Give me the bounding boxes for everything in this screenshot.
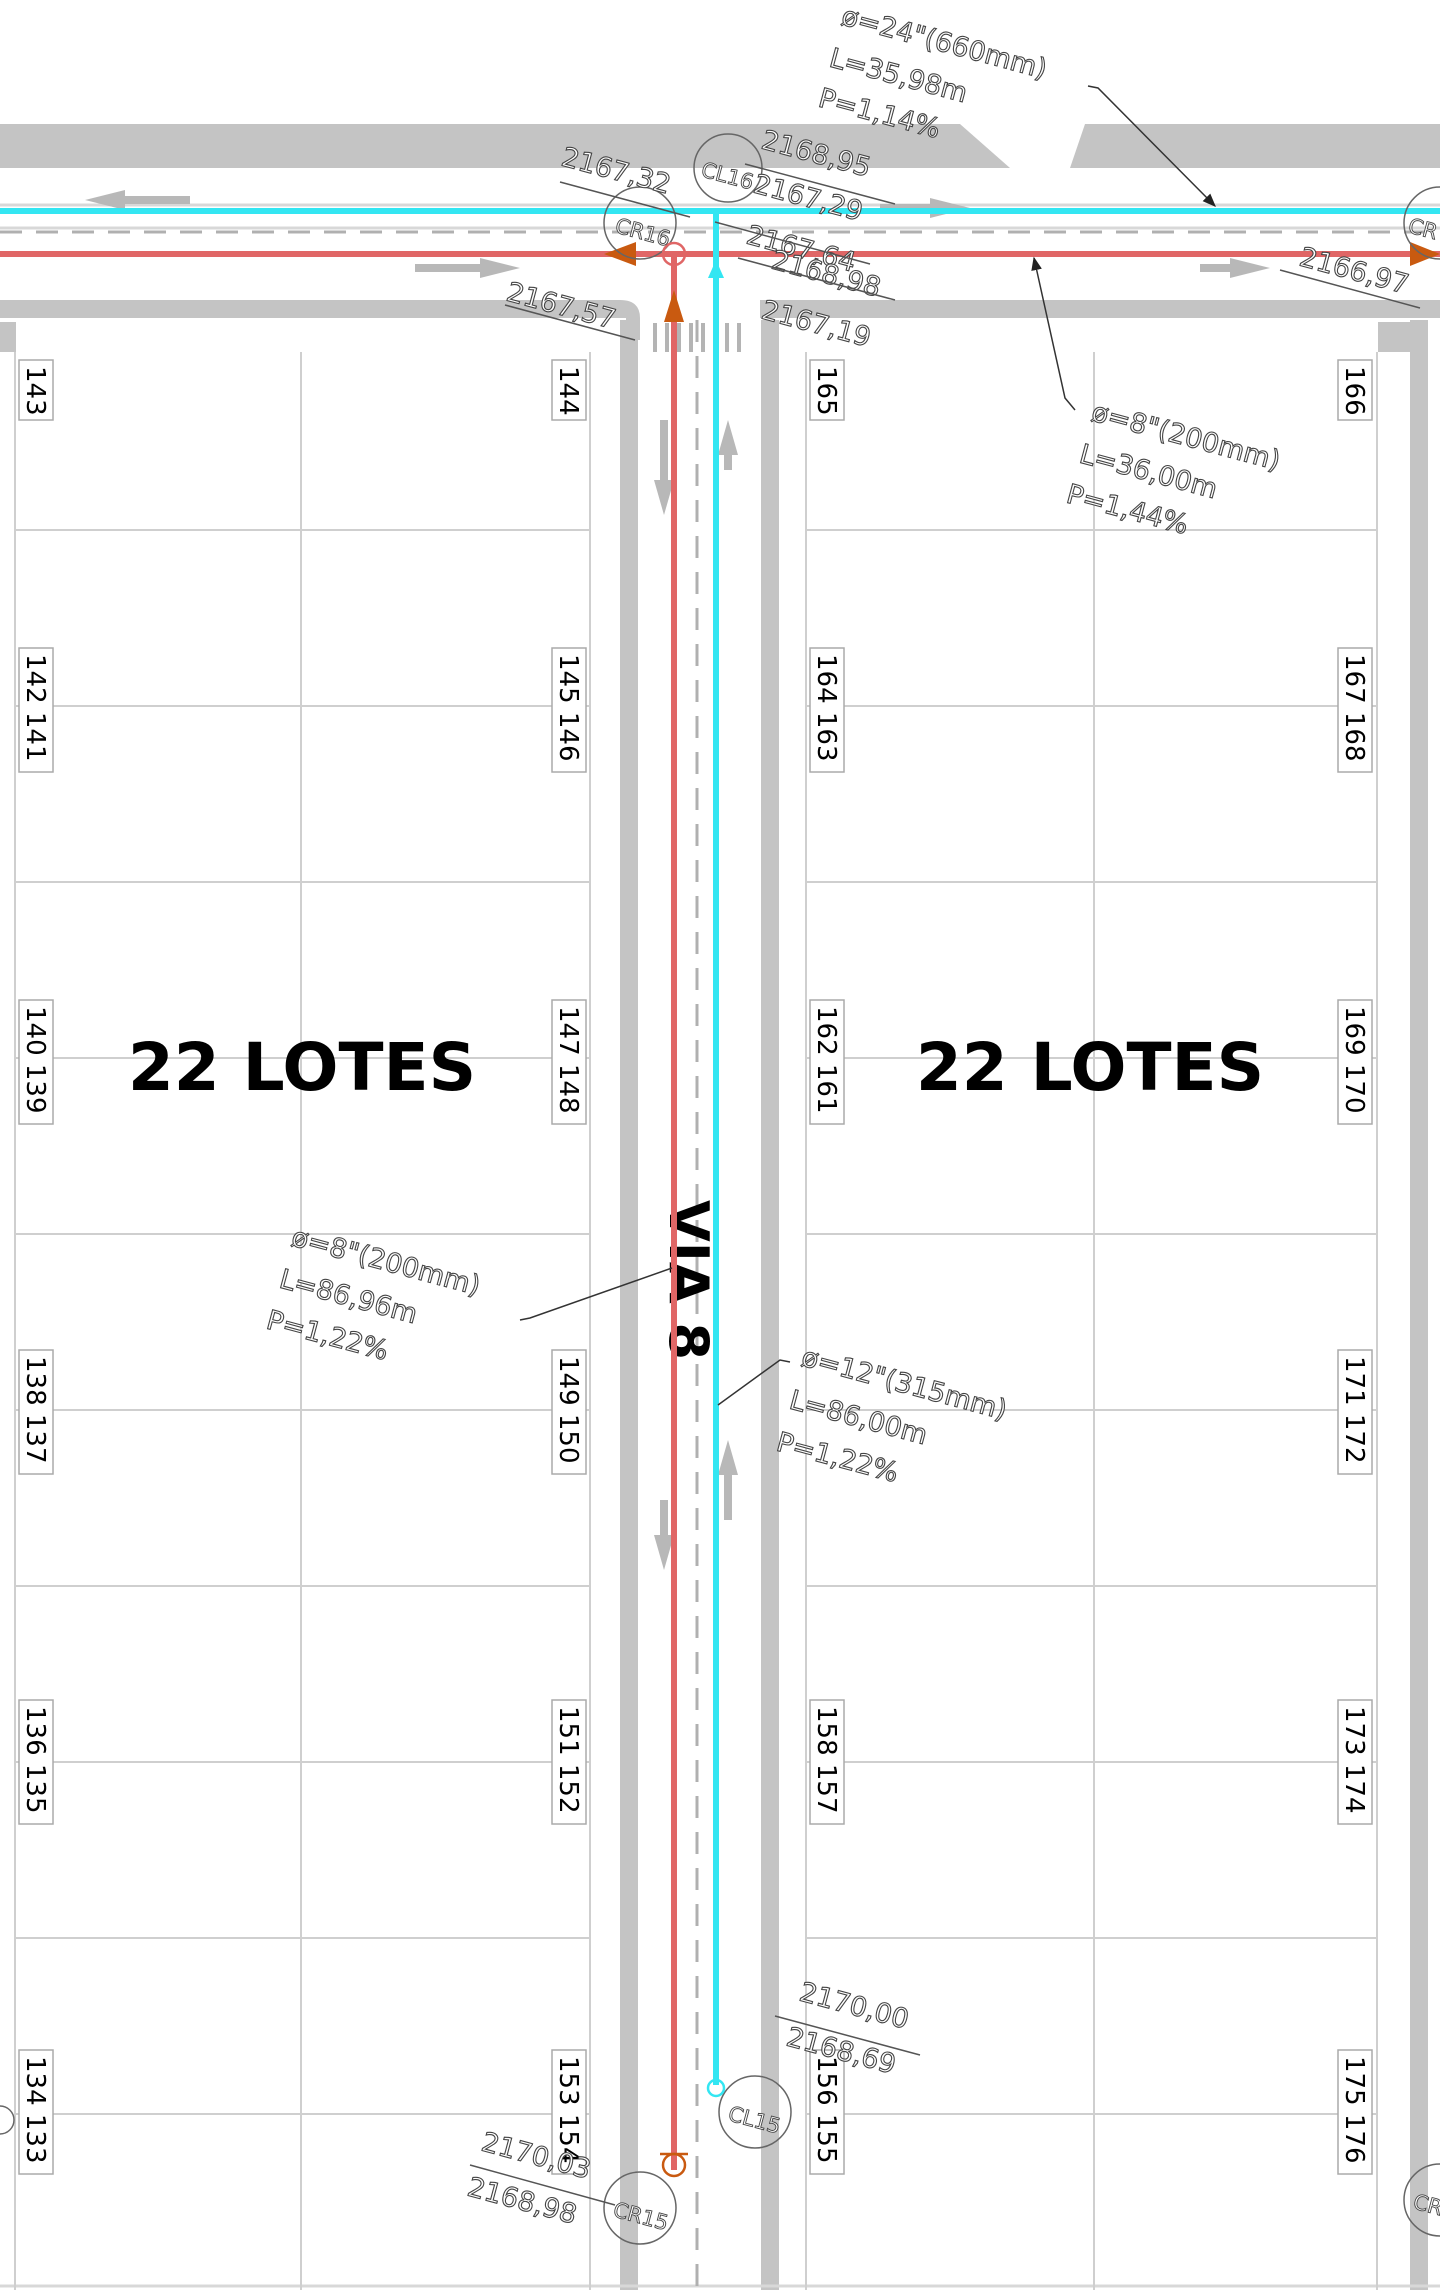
manhole-cr15 [603, 2171, 677, 2245]
manhole-id-cr16: CR16 [613, 214, 673, 252]
lot-label-box [18, 999, 54, 1125]
lot-number-136-135: 136 135 [20, 1706, 50, 1814]
road-white-edges [0, 203, 1440, 2288]
lot-number-175-176: 175 176 [1339, 2056, 1369, 2164]
block-label-east: 22 LOTES [916, 1029, 1264, 1106]
lot-label-box [551, 2049, 587, 2175]
lot-number-156-155: 156 155 [811, 2056, 841, 2164]
lot-number-164-163: 164 163 [811, 654, 841, 762]
lot-number-145-146: 145 146 [553, 654, 583, 762]
street-name: VIA 8 [657, 1200, 720, 1360]
lot-label-box [18, 1699, 54, 1825]
lot-label-box [809, 647, 845, 773]
lot-label-box [809, 999, 845, 1125]
elev-cr16-bottom: 2167,57 [503, 277, 619, 336]
traffic-arrows [85, 190, 1270, 1570]
lot-label-box [1337, 1699, 1373, 1825]
lot-label-box [809, 359, 845, 421]
lot-number-171-172: 171 172 [1339, 1356, 1369, 1464]
lot-number-173-174: 173 174 [1339, 1706, 1369, 1814]
lot-label-box [1337, 359, 1373, 421]
manhole-id-cr-right: CR [1406, 214, 1440, 245]
lot-number-153-154: 153 154 [553, 2056, 583, 2164]
lot-number-140-139: 140 139 [20, 1006, 50, 1114]
manhole-id-cr-edge: CR [1411, 2190, 1440, 2221]
elevation-labels: 2168,95 2167,29 2167,32 2167,64 2168,98 … [464, 124, 1421, 2231]
lot-number-144: 144 [553, 366, 583, 416]
elev-cr-right-bottom: 2166,97 [1296, 242, 1412, 301]
lot-number-158-157: 158 157 [811, 1706, 841, 1814]
lot-label-box [1337, 2049, 1373, 2175]
lot-label-box [809, 2049, 845, 2175]
lot-number-147-148: 147 148 [553, 1006, 583, 1114]
lot-label-box [551, 647, 587, 773]
lot-number-134-133: 134 133 [20, 2056, 50, 2164]
lot-number-166: 166 [1339, 366, 1369, 416]
lot-number-165: 165 [811, 366, 841, 416]
lot-label-box [551, 1699, 587, 1825]
lot-number-169-170: 169 170 [1339, 1006, 1369, 1114]
storm-pipes [0, 208, 1440, 2085]
sewer-pipes [0, 251, 1440, 2170]
lot-number-142-141: 142 141 [20, 654, 50, 762]
lot-label-box [551, 999, 587, 1125]
pipe-annotation-sewer-via: ø=8"(200mm) L=86,96m P=1,22% [263, 1221, 673, 1368]
lot-number-151-152: 151 152 [553, 1706, 583, 1814]
manhole-cr16 [603, 186, 677, 260]
lot-number-167-168: 167 168 [1339, 654, 1369, 762]
lot-number-162-161: 162 161 [811, 1006, 841, 1114]
lot-number-149-150: 149 150 [553, 1356, 583, 1464]
manhole-cl15 [718, 2075, 792, 2149]
curb-dashes [0, 322, 1410, 352]
lot-label-box [1337, 647, 1373, 773]
manhole-left-edge [0, 2105, 15, 2135]
lot-label-box [1337, 1349, 1373, 1475]
lot-label-box [809, 1699, 845, 1825]
block-label-west: 22 LOTES [128, 1029, 476, 1106]
pipe-annotation-storm-main: ø=24"(660mm) L=35,98m P=1,14% [815, 0, 1216, 207]
lot-label-box [18, 2049, 54, 2175]
lot-label-box [18, 1349, 54, 1475]
road-edges [0, 124, 1440, 2290]
elev-cr15-bottom: 2168,98 [464, 2172, 580, 2231]
manhole-nodes [660, 241, 726, 2178]
flow-arrows [604, 242, 1440, 322]
lot-label-box [18, 647, 54, 773]
lot-number-138-137: 138 137 [20, 1356, 50, 1464]
lot-number-143: 143 [20, 366, 50, 416]
manhole-id-cr15: CR15 [611, 2198, 671, 2236]
manhole-cr-right [1403, 186, 1440, 260]
lot-labels: 143 142 141 140 139 138 137 136 135 134 133 14… [18, 359, 1373, 2175]
lot-label-box [1337, 999, 1373, 1125]
manhole-cr-edge [1403, 2163, 1440, 2237]
lot-label-box [551, 359, 587, 421]
lot-grid [14, 352, 1378, 2290]
lot-label-box [551, 1349, 587, 1475]
lot-label-box [18, 359, 54, 421]
manholes [0, 133, 1440, 2245]
